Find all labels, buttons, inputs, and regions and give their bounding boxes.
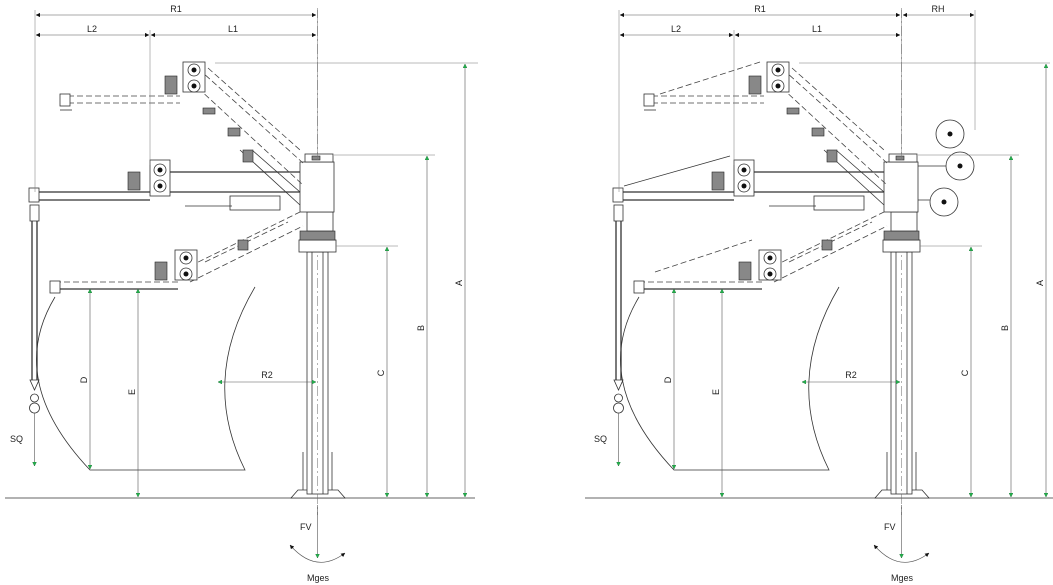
arm-lower-position bbox=[633, 211, 888, 294]
counterweights bbox=[918, 119, 975, 217]
force-sq-label: SQ bbox=[10, 434, 23, 444]
diagram-right: R1 RH L2 L1 A B C D E R2 SQ FV Mges bbox=[585, 4, 1053, 583]
dim-e-label: E bbox=[127, 389, 137, 395]
dim-r1-label: R1 bbox=[170, 4, 182, 14]
dim-b-label: B bbox=[416, 325, 426, 331]
column-left bbox=[290, 8, 346, 515]
dim-c-label: C bbox=[960, 369, 970, 376]
dim-l1-label: L1 bbox=[228, 24, 238, 34]
arm-middle-position bbox=[612, 149, 885, 414]
force-fv-label: FV bbox=[300, 522, 312, 532]
workspace-envelope bbox=[620, 286, 840, 471]
diagram-left: R1 L2 L1 A B C D E R2 SQ FV Mges bbox=[5, 4, 478, 583]
dim-r1-label: R1 bbox=[754, 4, 766, 14]
dim-a-label: A bbox=[454, 280, 464, 286]
moment-mges-label: Mges bbox=[891, 573, 914, 583]
arm-upper-position bbox=[59, 61, 304, 186]
dim-e-label: E bbox=[711, 389, 721, 395]
moment-mges-label: Mges bbox=[307, 573, 330, 583]
workspace-envelope bbox=[36, 286, 256, 471]
moment-mges-arrow bbox=[873, 544, 930, 563]
arm-lower-position bbox=[49, 211, 304, 294]
moment-mges-arrow bbox=[289, 544, 346, 563]
dim-l2-label: L2 bbox=[671, 24, 681, 34]
dim-r2-label: R2 bbox=[845, 370, 857, 380]
dim-l1-label: L1 bbox=[812, 24, 822, 34]
dim-b-label: B bbox=[1000, 325, 1010, 331]
dim-rh-label: RH bbox=[932, 4, 945, 14]
dim-d-label: D bbox=[663, 376, 673, 383]
column-right bbox=[874, 8, 930, 515]
dim-c-label: C bbox=[376, 369, 386, 376]
dim-r2-label: R2 bbox=[261, 370, 273, 380]
force-sq-label: SQ bbox=[594, 434, 607, 444]
dim-l2-label: L2 bbox=[87, 24, 97, 34]
arm-middle-position bbox=[28, 149, 301, 414]
force-fv-label: FV bbox=[884, 522, 896, 532]
arm-upper-position bbox=[643, 61, 888, 186]
dim-d-label: D bbox=[79, 376, 89, 383]
dim-a-label: A bbox=[1035, 280, 1045, 286]
